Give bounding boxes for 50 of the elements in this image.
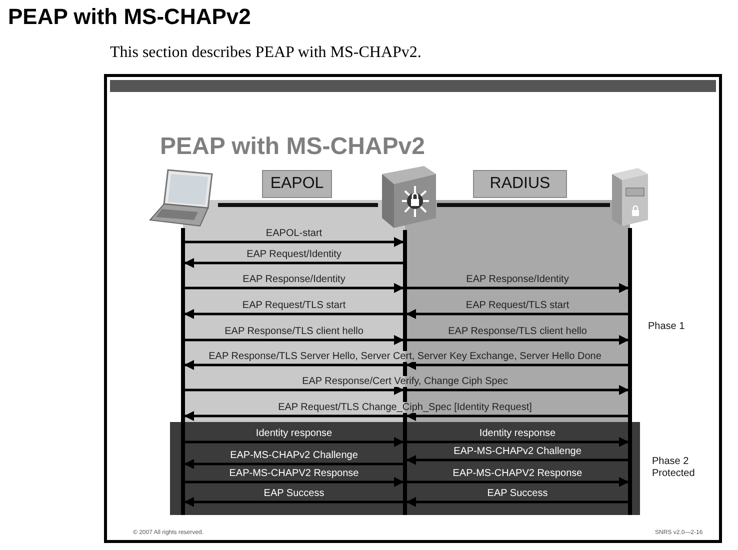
- message-arrow: [407, 437, 629, 447]
- message-label: Identity response: [478, 428, 557, 439]
- slide-title: PEAP with MS-CHAPv2: [160, 133, 425, 161]
- message-arrow: [184, 258, 403, 268]
- message-label: EAP Request/TLS Change_Ciph_Spec [Identity Request]: [276, 402, 534, 413]
- message-label: EAP Response/TLS Server Hello, Server Cert, Server Key Exchange, Server Hello Done: [206, 351, 604, 362]
- lifeline: [628, 228, 632, 515]
- message-label: EAP-MS-CHAPV2 Response: [228, 468, 360, 479]
- message-label: EAP-MS-CHAPv2 Challenge: [452, 446, 582, 457]
- message-arrow: [407, 477, 629, 487]
- message-arrow: [184, 459, 403, 469]
- message-label: EAPOL-start: [264, 228, 324, 239]
- lifeline: [181, 228, 185, 515]
- message-label: EAP Response/TLS client hello: [224, 326, 364, 337]
- message-label: EAP Request/TLS start: [464, 300, 570, 311]
- message-arrow: [406, 360, 628, 370]
- message-label: EAP Response/Cert Verify, Change Ciph Spec: [300, 376, 510, 387]
- message-label: EAP Request/Identity: [246, 249, 342, 260]
- message-arrow: [184, 497, 403, 507]
- message-label: EAP Response/Identity: [242, 274, 346, 285]
- message-arrow: [185, 283, 404, 293]
- message-label: EAP Response/Identity: [465, 274, 570, 285]
- message-arrow: [406, 309, 628, 319]
- message-arrow: [185, 437, 404, 447]
- message-arrow: [185, 335, 404, 345]
- page-title: PEAP with MS-CHAPv2: [8, 4, 251, 30]
- phase-label: Phase 1: [648, 321, 686, 332]
- message-arrow: [406, 497, 628, 507]
- message-label: Identity response: [254, 428, 334, 439]
- phase-label: Phase 2 Protected: [652, 456, 696, 479]
- message-arrow: [184, 360, 403, 370]
- message-arrow: [185, 237, 404, 247]
- message-label: EAP-MS-CHAPv2 Challenge: [229, 450, 359, 461]
- message-label: EAP Success: [486, 488, 549, 499]
- message-arrow: [185, 477, 404, 487]
- message-arrow: [406, 411, 628, 421]
- message-arrow: [407, 335, 629, 345]
- message-label: EAP-MS-CHAPV2 Response: [452, 468, 584, 479]
- message-arrow: [407, 385, 629, 395]
- message-arrow: [185, 385, 404, 395]
- protocol-box: EAPOL: [262, 170, 332, 198]
- message-label: EAP Success: [262, 488, 326, 499]
- message-arrow: [184, 309, 403, 319]
- message-arrow: [406, 455, 628, 465]
- message-label: EAP Response/TLS client hello: [447, 326, 588, 337]
- message-arrow: [184, 411, 403, 421]
- message-arrow: [407, 283, 629, 293]
- intro-text: This section describes PEAP with MS-CHAPv2.: [110, 44, 422, 62]
- message-label: EAP Request/TLS start: [241, 300, 347, 311]
- protocol-box: RADIUS: [473, 170, 567, 198]
